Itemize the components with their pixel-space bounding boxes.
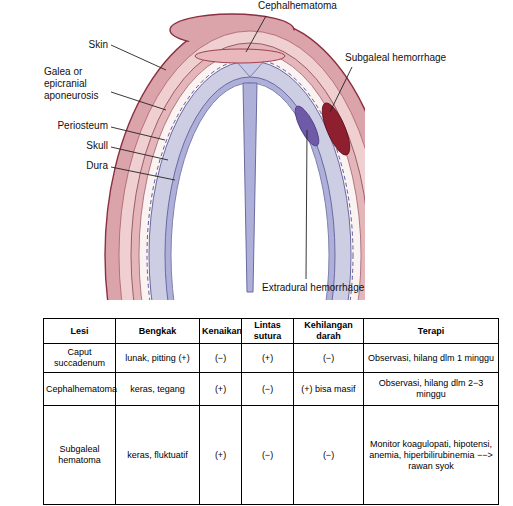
table-cell: (−) [294, 344, 364, 373]
falx-fold [243, 83, 257, 292]
table-row: Subgaleal hematomakeras, fluktuatif(+)(−… [44, 406, 499, 505]
table-cell: Subgaleal hematoma [44, 406, 116, 505]
table-cell: Caput succadenum [44, 344, 116, 373]
skin-layer [105, 17, 365, 300]
table-header: Kenaikan [200, 319, 242, 344]
table-cell: (−) [200, 344, 242, 373]
table-header: Lesi [44, 319, 116, 344]
table-cell: (−) [242, 406, 294, 505]
table-cell: (−) [242, 373, 294, 406]
part-label: Skin [89, 39, 108, 51]
skin-fill [107, 19, 365, 300]
skull-layer [149, 61, 351, 300]
part-label: Galea or epicranial aponeurosis [44, 66, 108, 102]
table-cell: (+) [242, 344, 294, 373]
leader-line [111, 45, 166, 70]
lesion-table-grid: LesiBengkakKenaikanLintas suturaKehilang… [43, 318, 499, 505]
part-label: Cephalhematoma [258, 0, 337, 12]
table-cell: lunak, pitting (+) [116, 344, 200, 373]
table-cell: Cephalhematoma [44, 373, 116, 406]
table-header: Lintas sutura [242, 319, 294, 344]
table-cell: keras, fluktuatif [116, 406, 200, 505]
table-header: Terapi [364, 319, 499, 344]
leader-line [111, 147, 168, 160]
table-cell: Monitor koagulopati, hipotensi, anemia, … [364, 406, 499, 505]
subcutaneous-layer [119, 31, 365, 300]
part-label: Dura [86, 160, 108, 172]
table-body: LesiBengkakKenaikanLintas suturaKehilang… [44, 319, 499, 505]
scalp-layers [105, 14, 365, 300]
table-row: Cephalhematomakeras, tegang(+)(−)(+) bis… [44, 373, 499, 406]
periosteum-line [147, 59, 353, 300]
leader-lines [111, 16, 352, 279]
part-label: Subgaleal hemorrhage [345, 52, 446, 64]
lesion-table: LesiBengkakKenaikanLintas suturaKehilang… [43, 318, 498, 505]
table-header: Bengkak [116, 319, 200, 344]
table-header: Kehilangan darah [294, 319, 364, 344]
table-cell: keras, tegang [116, 373, 200, 406]
table-cell: (+) bisa masif [294, 373, 364, 406]
leader-line [246, 16, 266, 52]
dura-layer [165, 77, 335, 300]
subgaleal-blood [317, 100, 355, 159]
leader-line [330, 67, 352, 112]
part-label: Extradural hemorrhage [262, 282, 364, 294]
brain-space [171, 83, 329, 300]
table-cell: (+) [200, 373, 242, 406]
table-cell: Observasi, hilang dlm 2−3 minggu [364, 373, 499, 406]
cephalhematoma-lens [195, 49, 285, 63]
table-row: Caput succadenumlunak, pitting (+)(−)(+)… [44, 344, 499, 373]
part-label: Skull [86, 140, 108, 152]
table-cell: Observasi, hilang dlm 1 minggu [364, 344, 499, 373]
leader-line [111, 167, 175, 180]
loose-areolar-layer [139, 51, 361, 300]
table-cell: (+) [200, 406, 242, 505]
table-row: LesiBengkakKenaikanLintas suturaKehilang… [44, 319, 499, 344]
table-cell: (−) [294, 406, 364, 505]
leader-line [306, 130, 307, 279]
part-label: Periosteum [57, 120, 108, 132]
galea-layer [131, 43, 365, 300]
leader-line [111, 127, 165, 140]
leader-line [111, 92, 166, 110]
